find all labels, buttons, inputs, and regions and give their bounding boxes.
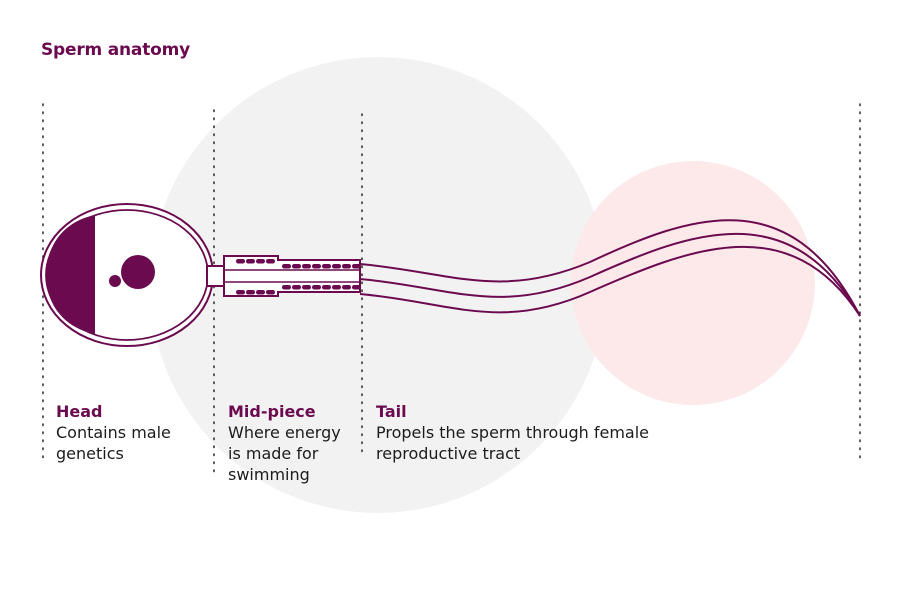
mitochondrion [246, 290, 255, 295]
label-tail: Tail Propels the sperm through female re… [376, 401, 676, 464]
mitochondrion [342, 285, 351, 290]
label-head-name: Head [56, 402, 103, 421]
mitochondrion [282, 285, 291, 290]
background-circle-pink [571, 161, 815, 405]
sperm-head [40, 203, 214, 347]
mitochondrion [256, 259, 265, 264]
mitochondrion [352, 264, 361, 269]
mitochondrion [282, 264, 291, 269]
mitochondrion [312, 285, 321, 290]
sperm-tail [359, 219, 861, 317]
mitochondrion [352, 285, 361, 290]
mitochondrion [266, 259, 275, 264]
nucleus-large [121, 255, 155, 289]
label-head-description: Contains male genetics [56, 423, 171, 463]
mitochondrion [332, 264, 341, 269]
mitochondrion [292, 285, 301, 290]
label-head: Head Contains male genetics [56, 401, 206, 464]
mitochondrion [332, 285, 341, 290]
mitochondrion [236, 290, 245, 295]
mitochondrion [312, 264, 321, 269]
background-circle-grey [150, 57, 606, 513]
mitochondria [236, 259, 361, 295]
mitochondrion [256, 290, 265, 295]
mitochondrion [266, 290, 275, 295]
label-tail-name: Tail [376, 402, 407, 421]
sperm-midpiece [206, 255, 361, 297]
page-title: Sperm anatomy [41, 40, 191, 60]
mitochondrion [322, 285, 331, 290]
label-midpiece: Mid-piece Where energy is made for swimm… [228, 401, 358, 485]
mitochondrion [292, 264, 301, 269]
mitochondrion [246, 259, 255, 264]
label-tail-description: Propels the sperm through female reprodu… [376, 423, 650, 463]
nucleus-small [109, 275, 121, 287]
mitochondrion [302, 285, 311, 290]
mitochondrion [322, 264, 331, 269]
mitochondrion [236, 259, 245, 264]
mitochondrion [342, 264, 351, 269]
label-midpiece-name: Mid-piece [228, 402, 316, 421]
label-midpiece-description: Where energy is made for swimming [228, 423, 341, 484]
acrosome [46, 215, 95, 334]
mitochondrion [302, 264, 311, 269]
